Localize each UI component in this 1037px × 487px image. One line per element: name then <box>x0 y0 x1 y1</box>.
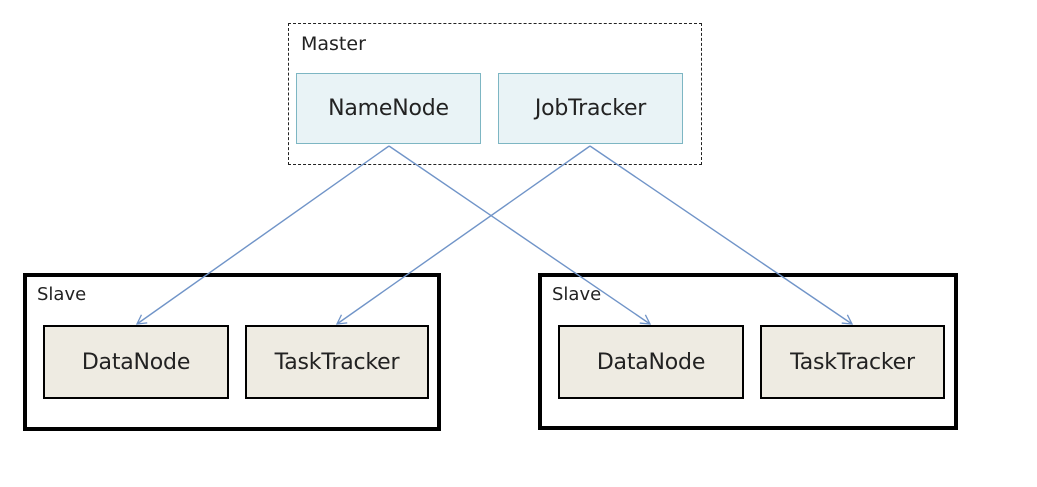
slave-label-right: Slave <box>552 284 602 305</box>
tasktracker-box-right: TaskTracker <box>760 325 945 399</box>
datanode-box-left: DataNode <box>43 325 229 399</box>
tasktracker-box-left: TaskTracker <box>245 325 429 399</box>
datanode-box-right: DataNode <box>558 325 744 399</box>
master-label: Master <box>301 33 366 55</box>
jobtracker-box: JobTracker <box>498 73 683 144</box>
slave-label-left: Slave <box>37 284 87 305</box>
namenode-box: NameNode <box>296 73 481 144</box>
